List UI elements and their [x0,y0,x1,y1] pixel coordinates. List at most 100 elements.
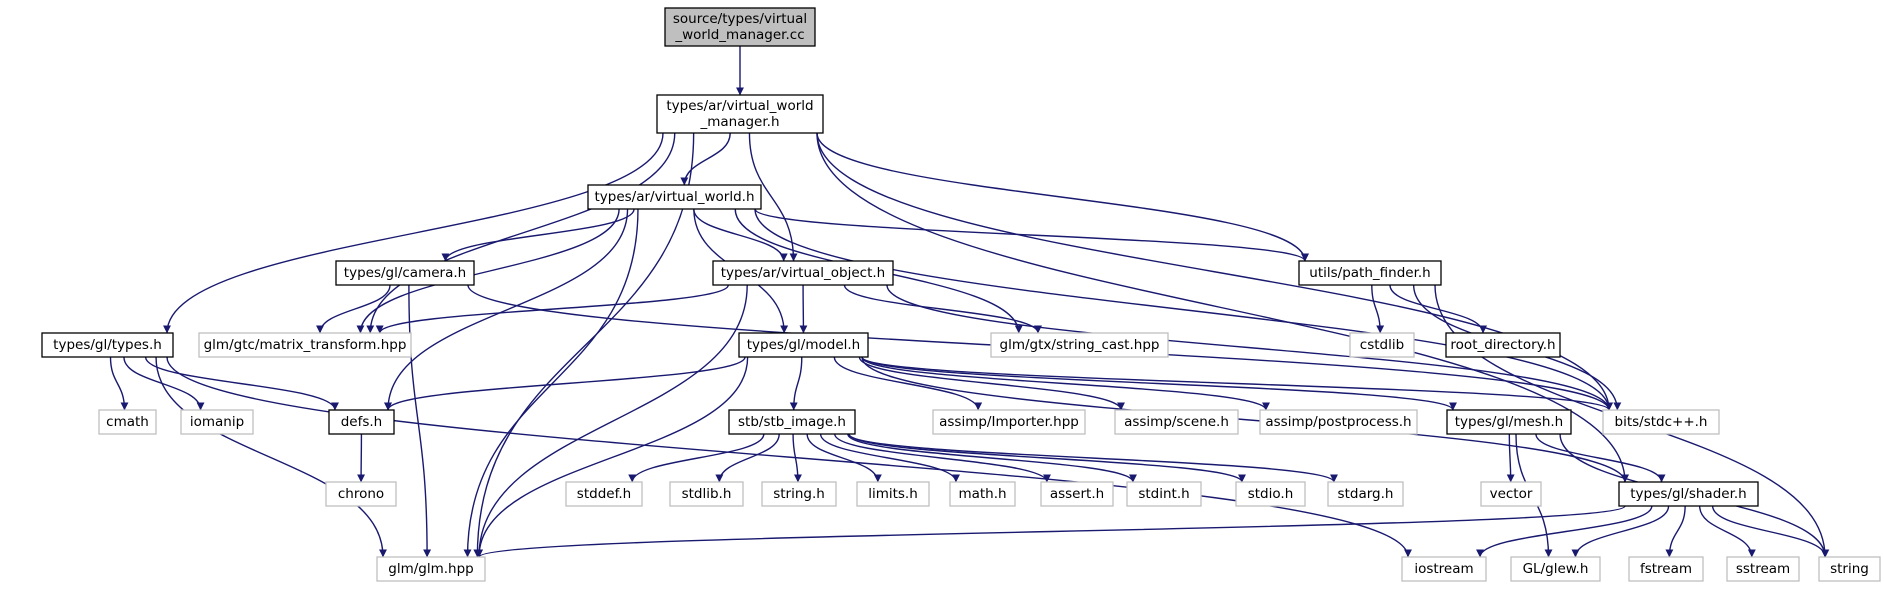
node-box [1446,409,1572,435]
node-model_h[interactable]: types/gl/model.h [738,332,869,358]
edge-vwm_h-to-stdcpp [816,132,1613,411]
node-box [1040,481,1114,507]
node-label: sstream [1736,561,1790,577]
node-label: string.h [773,486,825,502]
edge-model_h-to-defs_h [384,356,746,411]
node-label: fstream [1640,561,1692,577]
edge-camera_h-to-mt_hpp [316,284,391,334]
node-box [1349,332,1415,358]
node-label: _world_manager.cc [674,27,804,43]
node-defs_h[interactable]: defs.h [328,409,395,435]
edge-vo_h-to-glm_hpp [475,284,748,558]
edge-types_h-to-glm_hpp [155,356,387,558]
node-assert: assert.h [1040,481,1114,507]
node-label: GL/glew.h [1523,561,1589,577]
node-cstdlib: cstdlib [1349,332,1415,358]
node-types_h[interactable]: types/gl/types.h [41,332,174,358]
edge-model_h-to-postproc [861,356,1270,411]
node-label: string [1830,561,1869,577]
edge-stb_h-to-stdio [848,433,1246,483]
node-label: assimp/scene.h [1124,414,1229,430]
edge-stb_h-to-stdarg [848,433,1338,483]
node-label: cstdlib [1360,337,1404,353]
node-label: stdarg.h [1338,486,1394,502]
node-label: root_directory.h [1450,337,1555,353]
node-label: cmath [106,414,149,430]
node-label: _manager.h [699,114,779,130]
node-fstream: fstream [1628,556,1704,582]
edge-shader_h-to-glm_hpp [475,505,1626,558]
edge-shader_h-to-fstream [1665,505,1686,558]
node-box [328,409,395,435]
edge-vo_h-to-mt_hpp [375,284,729,334]
node-mt_hpp: glm/gtc/matrix_transform.hpp [198,332,412,358]
edges-layer [109,45,1830,558]
node-camera_h[interactable]: types/gl/camera.h [335,260,475,286]
edge-types_h-to-iostream [166,356,1412,558]
edge-vw_h-to-camera_h [441,208,635,262]
edge-vwm_h-to-types_h [163,132,664,334]
edge-stb_h-to-stdlib [715,433,780,483]
node-box [1327,481,1404,507]
edge-shader_h-to-glew [1571,505,1670,558]
edge-mesh_h-to-vector [1506,433,1515,483]
node-shader_h[interactable]: types/gl/shader.h [1618,481,1759,507]
node-vector: vector [1480,481,1542,507]
edge-mesh_h-to-shader_h [1535,433,1666,483]
node-label: glm/gtc/matrix_transform.hpp [204,337,407,353]
edge-model_h-to-scene [858,356,1125,411]
edge-model_h-to-stb_h [789,356,803,411]
edge-vwm_h-to-glm_hpp [473,132,695,558]
node-limits: limits.h [856,481,930,507]
node-box [198,332,412,358]
edge-vwm_h-to-shader_h [816,132,1629,483]
node-rootdir_h[interactable]: root_directory.h [1445,332,1561,358]
edge-vw_h-to-stdcpp [754,208,1613,411]
node-label: types/gl/mesh.h [1455,414,1564,430]
node-box [1235,481,1306,507]
node-box [669,481,744,507]
node-vo_h[interactable]: types/ar/virtual_object.h [712,260,894,286]
edge-pf_h-to-cstdlib [1371,284,1385,334]
node-box [1602,409,1720,435]
node-stdlib: stdlib.h [669,481,744,507]
node-sstream: sstream [1726,556,1800,582]
node-label: stdio.h [1248,486,1294,502]
node-pf_h[interactable]: utils/path_finder.h [1298,260,1442,286]
edge-types_h-to-defs_h [144,356,339,411]
edge-shader_h-to-string [1711,505,1830,558]
edge-model_h-to-importer [833,356,983,411]
node-label: types/ar/virtual_object.h [721,265,885,281]
node-vw_h[interactable]: types/ar/virtual_world.h [587,184,762,210]
node-box [1114,409,1239,435]
node-root[interactable]: source/types/virtual_world_manager.cc [664,7,816,47]
node-chrono: chrono [325,481,397,507]
node-box [41,332,174,358]
nodes-layer: source/types/virtual_world_manager.cctyp… [41,7,1881,582]
node-label: stdint.h [1138,486,1189,502]
node-glm_hpp: glm/glm.hpp [376,556,486,582]
node-box [990,332,1169,358]
node-box [325,481,397,507]
node-box [949,481,1016,507]
node-math: math.h [949,481,1016,507]
node-label: stddef.h [577,486,631,502]
node-box [1618,481,1759,507]
node-label: chrono [338,486,384,502]
node-vwm_h[interactable]: types/ar/virtual_world_manager.h [656,94,824,134]
node-stb_h[interactable]: stb/stb_image.h [728,409,856,435]
node-label: utils/path_finder.h [1309,265,1430,281]
node-box [1126,481,1202,507]
node-label: glm/glm.hpp [388,561,473,577]
node-label: types/gl/camera.h [344,265,466,281]
node-mesh_h[interactable]: types/gl/mesh.h [1446,409,1572,435]
edge-model_h-to-shader_h [861,356,1629,483]
node-stdcpp: bits/stdc++.h [1602,409,1720,435]
node-label: iostream [1414,561,1473,577]
edge-shader_h-to-sstream [1698,505,1756,558]
node-box [376,556,486,582]
node-box [932,409,1086,435]
edge-camera_h-to-glm_hpp [408,284,432,558]
node-box [1818,556,1881,582]
